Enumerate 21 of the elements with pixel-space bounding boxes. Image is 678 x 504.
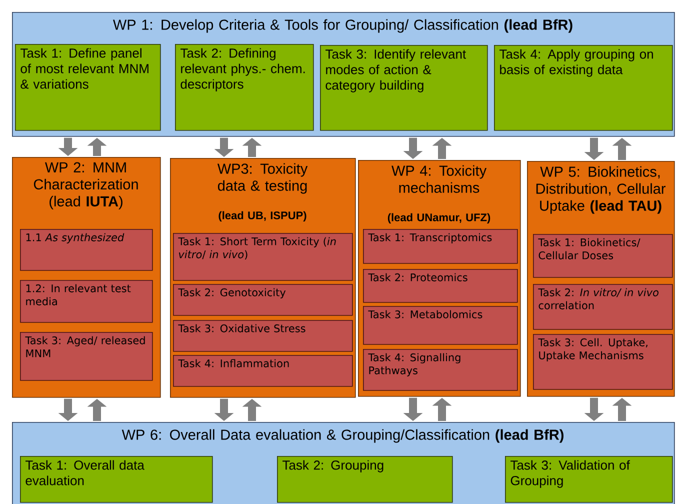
task-box: Task 4: Signalling Pathways <box>363 349 518 391</box>
task-box: Task 2: In vitro/ in vivo correlation <box>533 284 673 330</box>
task-box: Task 3: Cell. Uptake, Uptake Mechanisms <box>533 334 673 390</box>
task-box: Task 2: Defining relevant phys.- chem. descriptors <box>175 44 314 131</box>
task-box: Task 2: Proteomics <box>363 269 518 303</box>
task-box: Task 1: Biokinetics/ Cellular Doses <box>533 234 673 278</box>
task-box: Task 3: Metabolomics <box>363 306 518 345</box>
task-box: Task 3: Validation of Grouping <box>505 456 673 503</box>
task-box: Task 1: Overall data evaluation <box>20 456 213 503</box>
task-box: Task 1: Short Term Toxicity (in vitro/ in vivo) <box>173 233 353 281</box>
task-box: Task 3: Aged/ released MNM <box>20 332 153 381</box>
task-box: Task 2: Grouping <box>277 456 453 503</box>
task-box: Task 1: Transcriptomics <box>363 229 518 264</box>
task-box: Task 4: Inflammation <box>173 355 353 387</box>
task-box: 1.2: In relevant test media <box>20 280 153 323</box>
task-box: Task 4: Apply grouping on basis of existing data <box>494 45 673 131</box>
task-box: Task 1: Define panel of most relevant MNM & variations <box>15 44 161 131</box>
task-box: 1.1 As synthesized <box>20 229 153 271</box>
task-box: Task 3: Identify relevant modes of action & category building <box>320 45 488 131</box>
task-box: Task 3: Oxidative Stress <box>173 320 353 352</box>
task-box: Task 2: Genotoxicity <box>173 284 353 316</box>
